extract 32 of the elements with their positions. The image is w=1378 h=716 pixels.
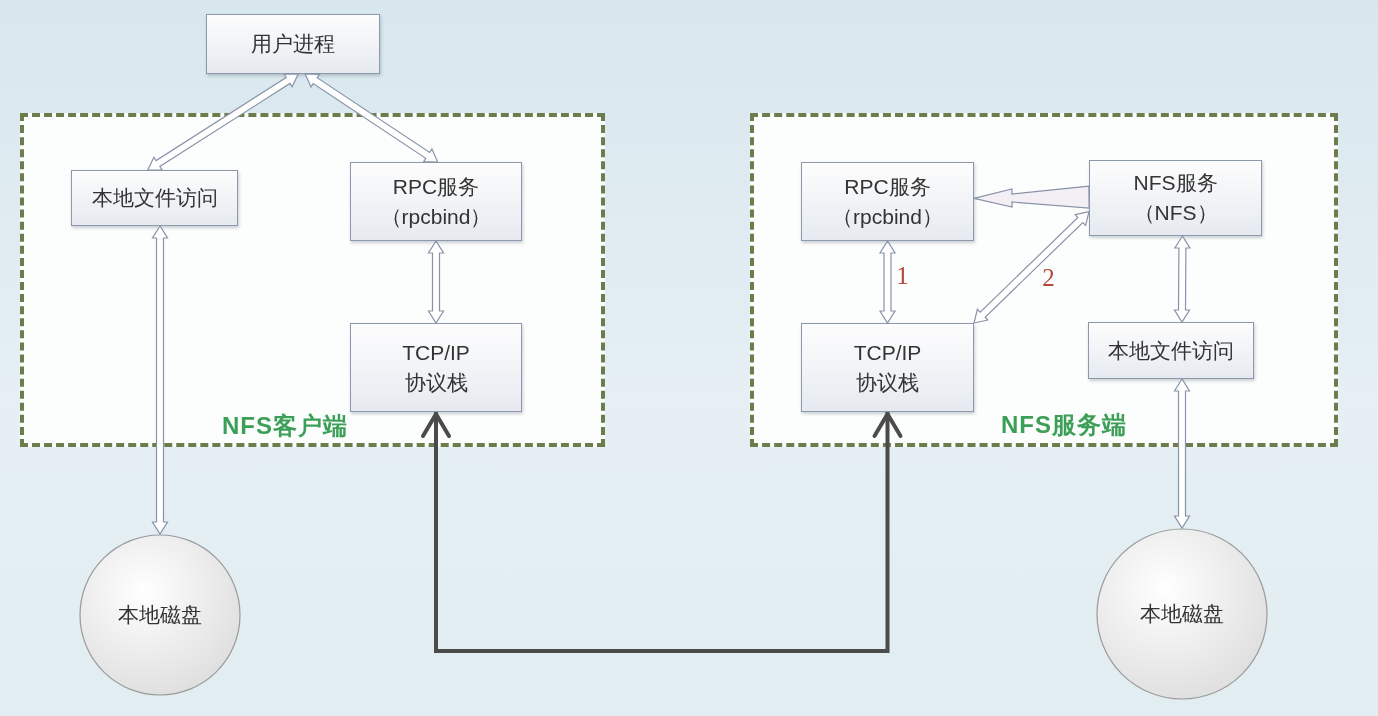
process-box	[801, 323, 974, 412]
double-arrow	[878, 239, 897, 325]
disk-label: 本地磁盘	[1140, 601, 1224, 627]
process-box	[1088, 322, 1254, 379]
double-arrow	[973, 210, 1090, 324]
node-label: RPC服务（rpcbind）	[831, 173, 944, 230]
process-box	[206, 14, 380, 74]
process-box	[1089, 160, 1262, 236]
group-title: NFS客户端	[222, 411, 348, 441]
node-label: RPC服务（rpcbind）	[379, 173, 493, 230]
block-arrow	[973, 185, 1090, 209]
node-label: 本地文件访问	[1108, 337, 1234, 364]
process-box	[350, 323, 522, 412]
double-arrow	[304, 73, 439, 163]
double-arrow	[427, 239, 445, 325]
process-box	[801, 162, 974, 241]
dashed-group-box	[750, 113, 1338, 447]
double-arrow	[1173, 377, 1191, 530]
process-box	[350, 162, 522, 241]
process-box	[71, 170, 238, 226]
node-label: TCP/IP 协议栈	[852, 339, 923, 396]
disk-label: 本地磁盘	[118, 602, 202, 628]
node-label: 本地文件访问	[91, 185, 218, 211]
group-title: NFS服务端	[1001, 410, 1127, 440]
double-arrow	[1173, 234, 1191, 324]
node-label: 用户进程	[251, 31, 335, 57]
double-arrow	[151, 224, 169, 536]
double-arrow	[146, 73, 300, 171]
node-label: NFS服务（NFS）	[1132, 170, 1219, 226]
node-label: TCP/IP 协议栈	[401, 339, 471, 396]
double-arrow	[421, 412, 903, 653]
dashed-group-box	[20, 113, 605, 447]
